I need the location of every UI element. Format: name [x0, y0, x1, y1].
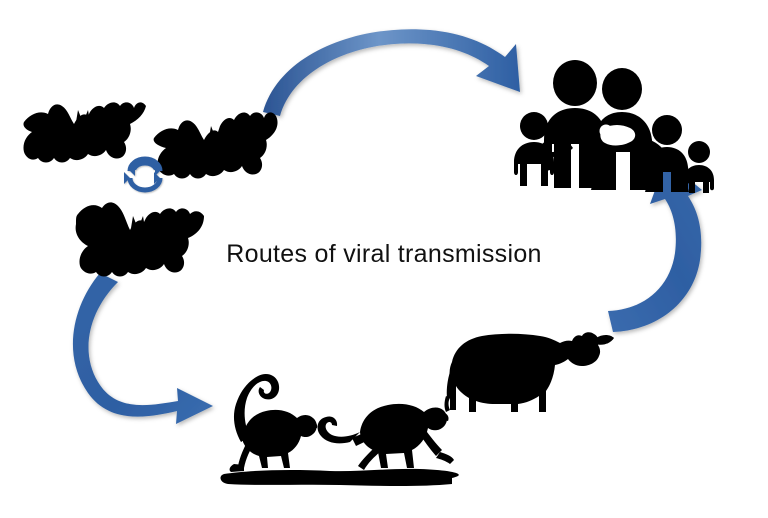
monkey-right [317, 403, 454, 470]
arrow-bats-to-humans [263, 29, 520, 116]
arrow-livestock-to-humans [608, 160, 702, 332]
monkey-silhouettes [220, 374, 459, 486]
family-member-toddler [684, 141, 714, 193]
cow-silhouette [444, 332, 614, 412]
monkey-left [229, 374, 318, 472]
cycle-exchange-icon [124, 156, 163, 193]
arrow-bats-to-primates [72, 273, 214, 424]
bat-silhouette-2 [153, 112, 278, 179]
baby-bundle [599, 124, 636, 146]
page-title: Routes of viral transmission [226, 240, 542, 268]
family-silhouette [514, 60, 714, 193]
bat-silhouette-3 [75, 202, 204, 277]
bat-silhouette-1 [23, 102, 147, 163]
